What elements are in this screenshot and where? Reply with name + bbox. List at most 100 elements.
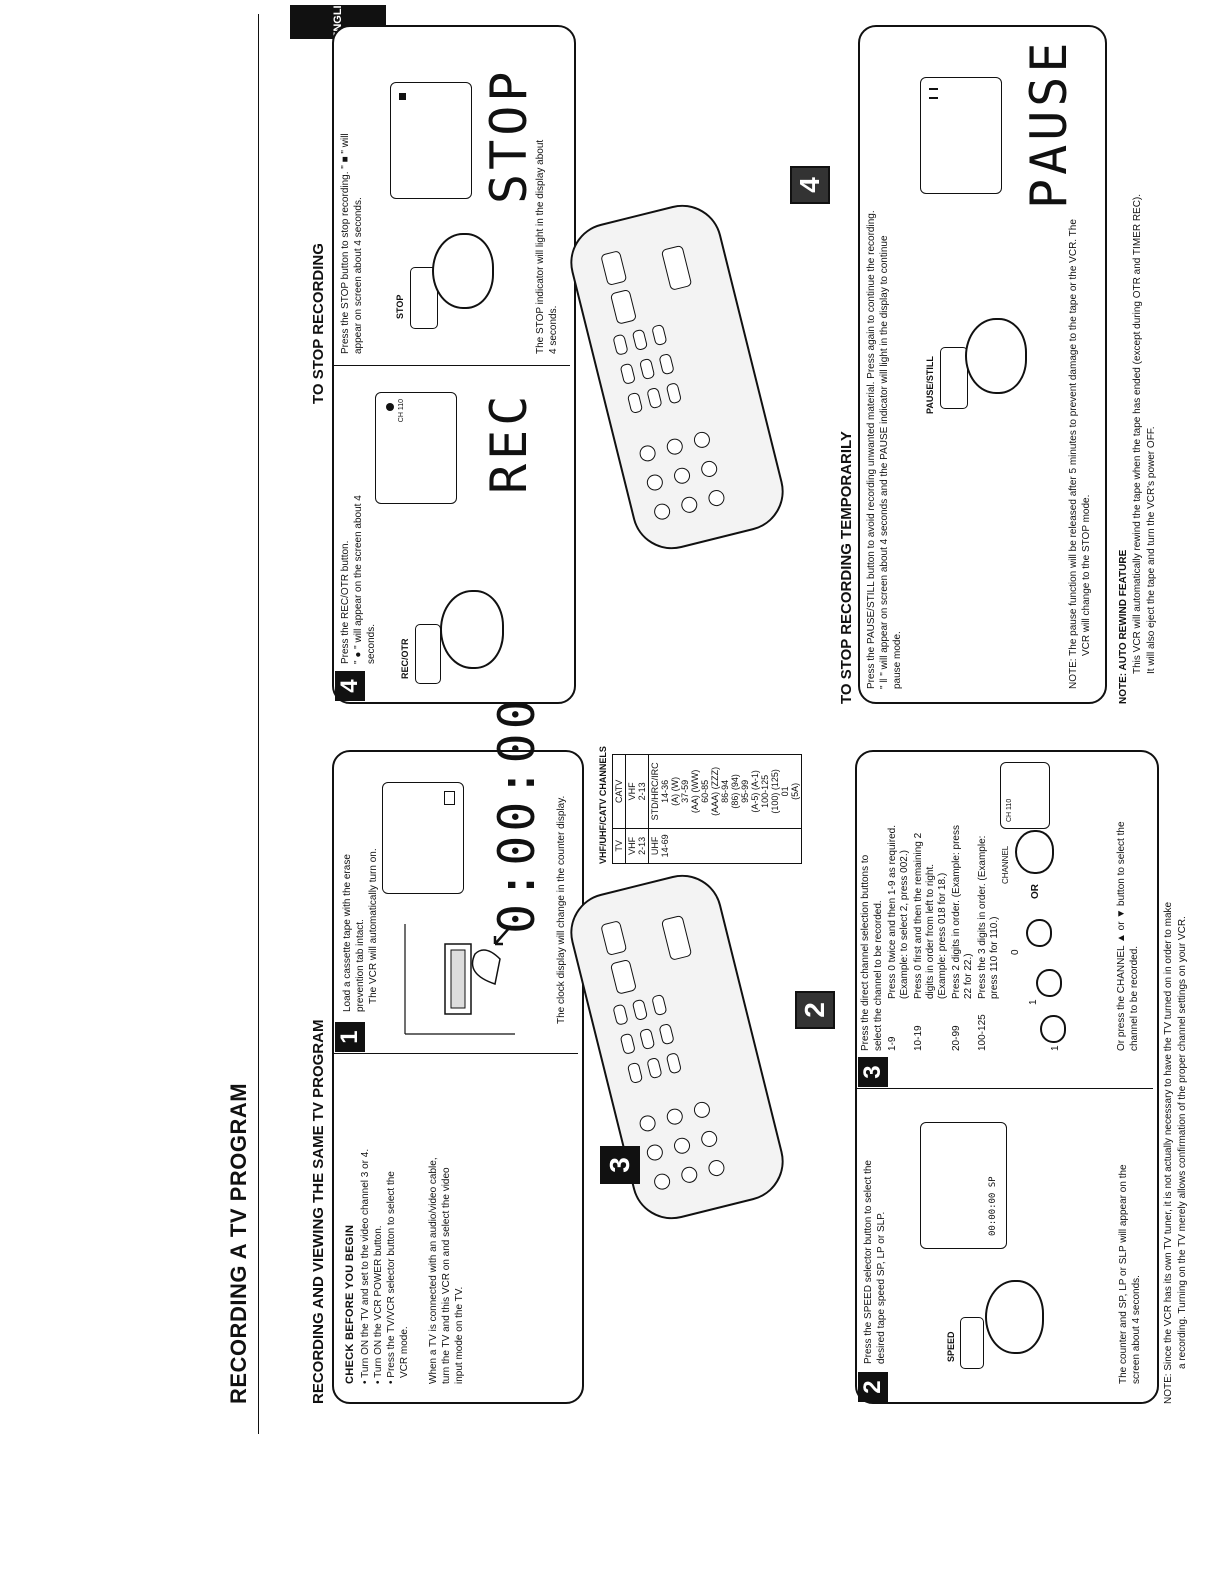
remote-key — [645, 1142, 665, 1163]
remote-key — [658, 352, 675, 376]
left-note: a recording. Turning on the TV merely al… — [1177, 916, 1188, 1369]
digit-sequence: 1 1 0 — [1010, 901, 1080, 1051]
title-rule — [258, 14, 259, 1434]
remote-key — [651, 993, 668, 1017]
remote-key — [609, 288, 638, 325]
remote-control-right — [561, 196, 793, 558]
remote-key — [638, 1027, 656, 1051]
hand-icon — [1040, 1015, 1066, 1043]
rule-text: press 110 for 110.) — [989, 916, 1000, 999]
remote-key — [609, 958, 638, 995]
rule-text: 22 for 22.) — [963, 953, 974, 999]
remote-key — [637, 1113, 658, 1134]
remote-key — [665, 1106, 685, 1127]
check-title: CHECK BEFORE YOU BEGIN — [344, 1224, 356, 1384]
remote-key — [679, 495, 699, 515]
pause-heading: TO STOP RECORDING TEMPORARILY — [838, 431, 855, 704]
auto-rewind-title: NOTE: AUTO REWIND FEATURE — [1118, 549, 1129, 704]
hand-icon — [1015, 830, 1054, 874]
remote-key — [646, 1056, 663, 1080]
channels-title: VHF/UHF/CATV CHANNELS — [598, 746, 608, 864]
remote-key — [626, 391, 644, 415]
remote-key — [652, 1171, 672, 1192]
remote-key — [665, 382, 683, 405]
section-heading-recording: RECORDING AND VIEWING THE SAME TV PROGRA… — [310, 1019, 327, 1404]
speed-button-label: SPEED — [946, 1331, 956, 1362]
remote-key — [672, 1136, 692, 1156]
remote-key — [645, 472, 665, 493]
remote-key — [660, 244, 693, 291]
remote-key — [651, 323, 668, 347]
check-line: VCR mode. — [399, 1326, 410, 1378]
step1-line: The VCR will automatically turn on. — [368, 848, 379, 1004]
tv-screen-step4-text: CH 110 — [398, 399, 405, 423]
hand-icon — [965, 318, 1027, 394]
rec-otr-label: REC/OTR — [400, 638, 410, 680]
remote-key — [706, 488, 727, 508]
tv-screen-step1 — [382, 782, 464, 894]
left-note: NOTE: Since the VCR has its own TV tuner… — [1163, 901, 1174, 1404]
remote-key — [619, 362, 637, 385]
tv-screen-step2: 00:00:00 SP — [920, 1122, 1007, 1249]
callout-4: 4 — [790, 166, 830, 204]
check-divider — [334, 1053, 578, 1054]
remote-key — [600, 250, 628, 287]
counter-display: 0:00:00 — [488, 695, 546, 934]
speed-button[interactable] — [960, 1317, 984, 1369]
seq-digit: 1 — [1028, 999, 1039, 1005]
step2-caption: The counter and SP, LP or SLP will appea… — [1118, 1164, 1129, 1384]
callout-3: 3 — [600, 1146, 640, 1184]
tv-screen-step3-text: CH 110 — [1006, 798, 1013, 822]
stop-label: STOP — [395, 294, 405, 319]
stop-line: Press the STOP button to stop recording.… — [340, 133, 351, 354]
check-line: • Turn ON the TV and set to the video ch… — [360, 1148, 371, 1384]
step4-line: Press the REC/OTR button. — [340, 540, 351, 664]
step1-caption: The clock display will change in the cou… — [556, 795, 567, 1024]
tv-screen-step3: CH 110 — [1000, 762, 1050, 829]
rule-range: 20-99 — [951, 1025, 962, 1051]
seq-digit: 0 — [1010, 949, 1021, 955]
rec-display: REC — [480, 391, 538, 494]
step23-divider — [857, 1088, 1153, 1089]
or-label: OR — [1030, 884, 1041, 899]
channels-cell-catv: STD/HRC/IRC 14-36 (A) (W) 37-59 (AA) (WW… — [648, 754, 802, 829]
pause-line: " ‖ " will appear on screen about 4 seco… — [879, 235, 890, 689]
step2-line: Press the SPEED selector button to selec… — [863, 1160, 874, 1364]
remote-key — [692, 1100, 712, 1120]
channels-header-catv: CATV — [612, 754, 626, 829]
rule-text: (Example: to select 2, press 002.) — [899, 850, 910, 999]
step1-line: Load a cassette tape with the erase — [342, 854, 353, 1012]
stop-display: STOP — [480, 67, 538, 204]
rule-range: 10-19 — [913, 1025, 924, 1051]
pause-still-button[interactable] — [940, 347, 968, 409]
tv-screen-step2-text: 00:00:00 SP — [988, 1176, 998, 1236]
pause-still-label: PAUSE/STILL — [925, 356, 935, 414]
remote-key — [665, 1052, 683, 1075]
step3-outro: Or press the CHANNEL ▲ or ▼ button to se… — [1116, 821, 1127, 1051]
step3-intro: select the channel to be recorded. — [873, 900, 884, 1051]
check-note-line: input mode on the TV. — [454, 1286, 465, 1384]
remote-key — [692, 430, 712, 450]
channel-label: CHANNEL — [1001, 845, 1010, 884]
pause-note: NOTE: The pause function will be release… — [1068, 219, 1079, 689]
page-title: RECORDING A TV PROGRAM — [226, 1082, 251, 1404]
step-3-badge: 3 — [858, 1057, 888, 1087]
rec-otr-button[interactable] — [415, 624, 441, 684]
step-2-badge: 2 — [858, 1372, 888, 1402]
seq-digit: 1 — [1050, 1045, 1061, 1051]
stop-caption: The STOP indicator will light in the dis… — [535, 139, 546, 354]
step2-line: desired tape speed SP, LP or SLP. — [876, 1211, 887, 1364]
rule-text: digits in order from left to right. — [925, 863, 936, 999]
hand-icon — [985, 1280, 1044, 1354]
rule-text: Press 2 digits in order. (Example: press — [951, 825, 962, 999]
rule-range: 100-125 — [977, 1014, 988, 1051]
rule-text: Press 0 first and then the remaining 2 — [913, 832, 924, 999]
rec-dot-icon — [386, 403, 394, 411]
step1-line: prevention tab intact. — [355, 919, 366, 1012]
remote-key — [626, 1061, 644, 1085]
pause-line: pause mode. — [892, 631, 903, 689]
rule-text: (Example: press 018 for 18.) — [937, 872, 948, 999]
